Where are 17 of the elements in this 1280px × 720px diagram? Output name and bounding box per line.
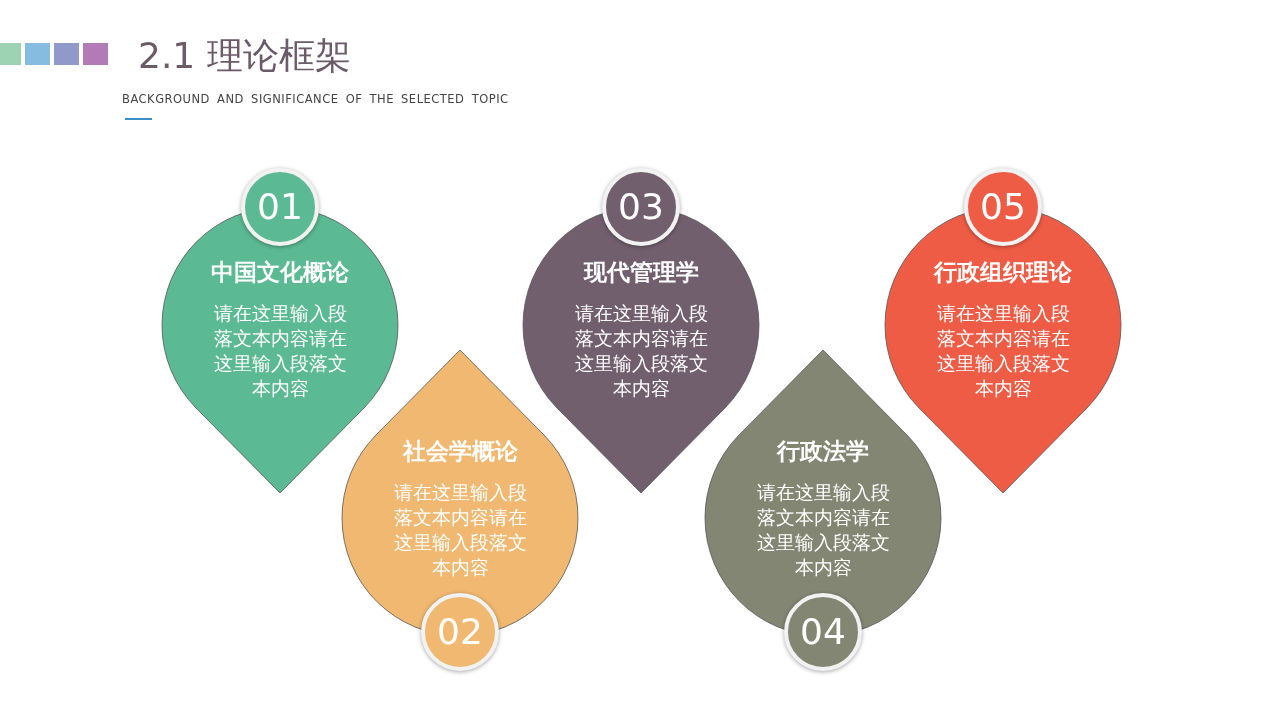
- node-heading: 中国文化概论: [210, 258, 350, 287]
- subtitle: BACKGROUND AND SIGNIFICANCE OF THE SELECTED TOPIC: [122, 92, 509, 106]
- node-heading: 行政法学: [775, 437, 870, 466]
- node-text: 请在这里输入段落文本内容请在这里输入段落文本内容: [392, 480, 528, 580]
- step-number: 04: [784, 593, 862, 671]
- step-number: 02: [421, 593, 499, 671]
- step-number: 03: [602, 168, 680, 246]
- step-number: 01: [241, 168, 319, 246]
- slide-title: 2.1 理论框架: [138, 34, 351, 78]
- node-text: 请在这里输入段落文本内容请在这里输入段落文本内容: [935, 301, 1071, 401]
- node-heading: 社会学概论: [401, 437, 519, 466]
- node-text: 请在这里输入段落文本内容请在这里输入段落文本内容: [755, 480, 891, 580]
- node-heading: 现代管理学: [582, 258, 700, 287]
- node-text: 请在这里输入段落文本内容请在这里输入段落文本内容: [212, 301, 348, 401]
- node-text: 请在这里输入段落文本内容请在这里输入段落文本内容: [573, 301, 709, 401]
- node-heading: 行政组织理论: [932, 258, 1073, 287]
- step-number: 05: [964, 168, 1042, 246]
